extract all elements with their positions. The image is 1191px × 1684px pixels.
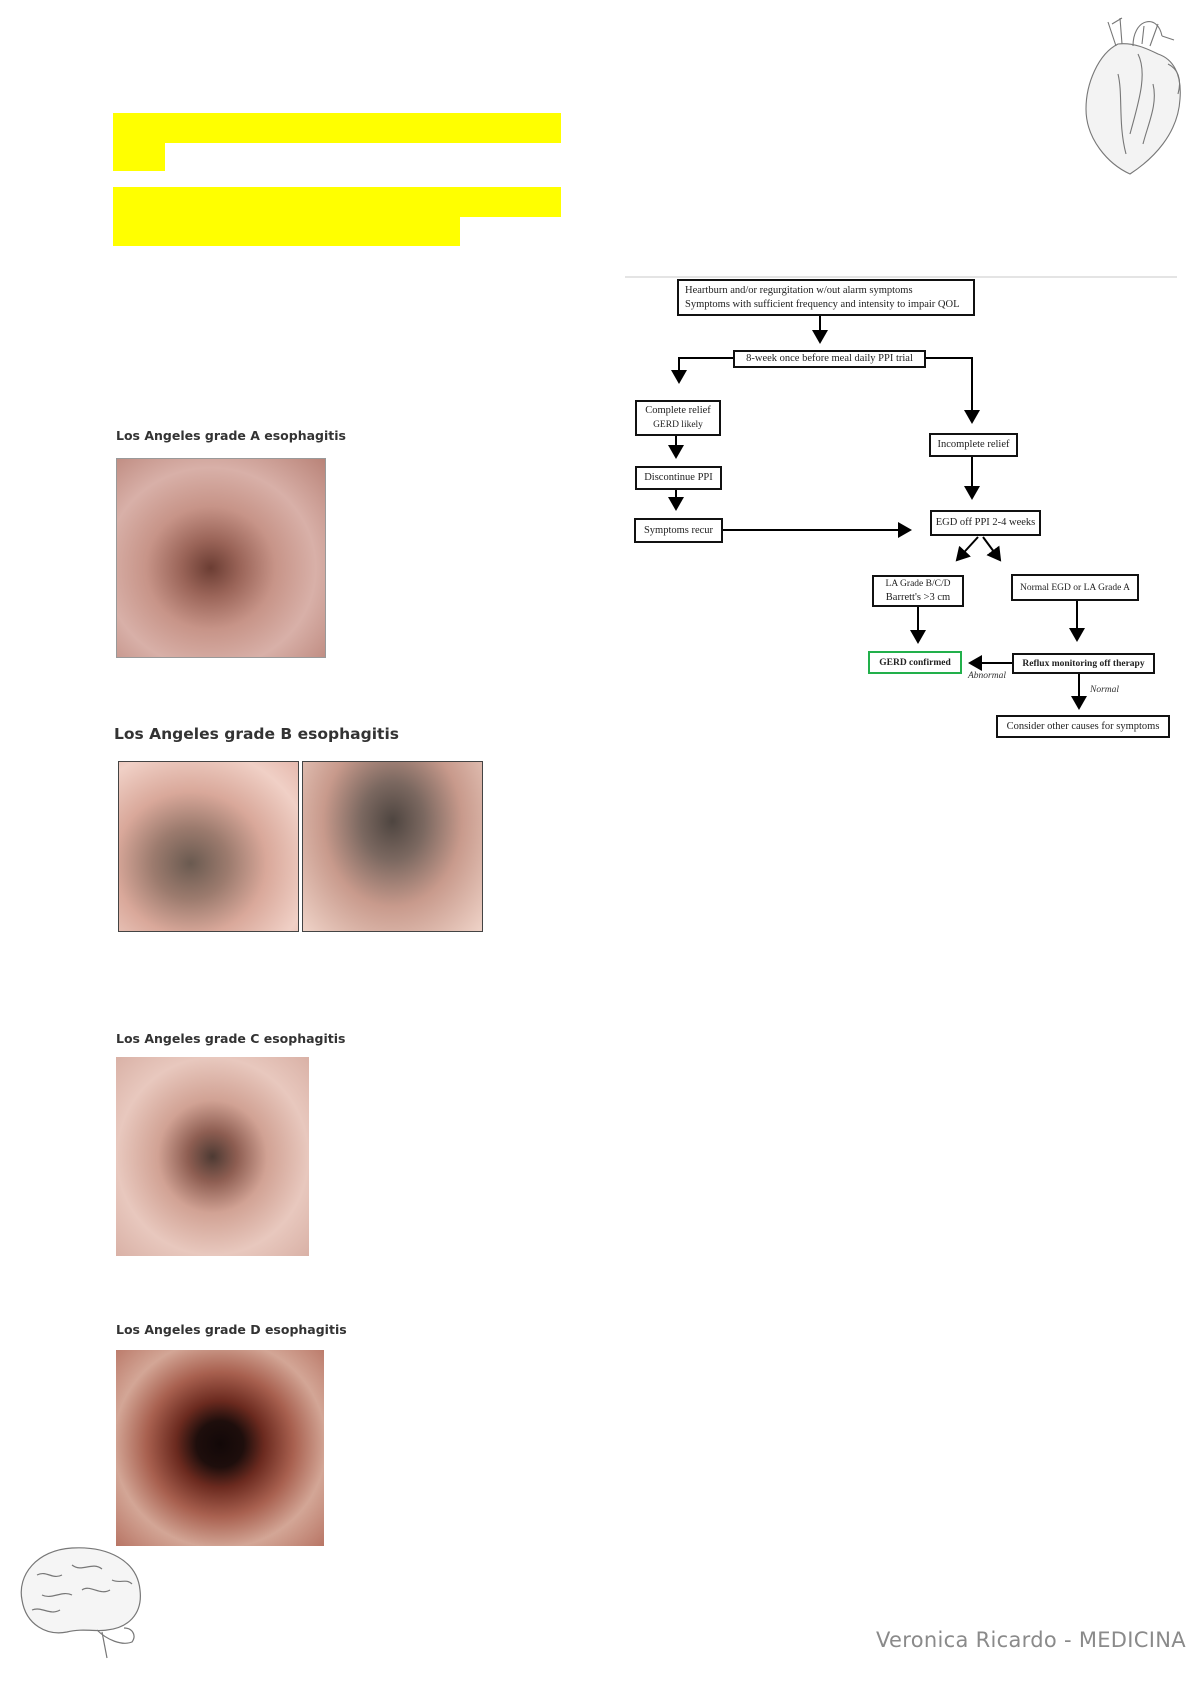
- endoscopy-photo-grade-d: [116, 1350, 324, 1546]
- arrow-trial-to-incomplete: [926, 357, 980, 424]
- flow-complete-line1: Complete relief: [645, 405, 711, 416]
- flow-box-discontinue: Discontinue PPI: [635, 466, 722, 490]
- flow-box-gerd-confirmed: GERD confirmed: [868, 651, 962, 674]
- flow-box-reflux-monitoring: Reflux monitoring off therapy: [1012, 653, 1155, 674]
- flow-box-start: Heartburn and/or regurgitation w/out ala…: [677, 279, 975, 316]
- flow-box-normal-egd: Normal EGD or LA Grade A: [1011, 574, 1139, 601]
- flow-box-symptoms-recur: Symptoms recur: [634, 518, 723, 543]
- highlight-block-1-tail: [113, 142, 165, 171]
- flow-start-line2: Symptoms with sufficient frequency and i…: [685, 298, 960, 310]
- flow-complete-line2: GERD likely: [653, 420, 703, 430]
- endoscopy-photo-grade-a: [116, 458, 326, 658]
- highlight-block-1: [113, 113, 561, 143]
- highlight-block-2: [113, 187, 561, 217]
- image-caption-grade-a: Los Angeles grade A esophagitis: [116, 428, 346, 443]
- brain-illustration-icon: [20, 1547, 141, 1659]
- flow-box-ppi-trial: 8-week once before meal daily PPI trial: [733, 350, 926, 368]
- endoscopy-photo-grade-c: [116, 1057, 309, 1256]
- flow-box-other-causes: Consider other causes for symptoms: [996, 715, 1170, 738]
- highlight-block-2-tail: [113, 216, 460, 246]
- arrow-trial-to-complete: [671, 357, 733, 384]
- flow-label-normal: Normal: [1090, 685, 1120, 695]
- flowchart-arrows: [668, 315, 1087, 710]
- endoscopy-photo-grade-b-1: [118, 761, 299, 932]
- image-caption-grade-b: Los Angeles grade B esophagitis: [114, 725, 399, 743]
- flow-start-line1: Heartburn and/or regurgitation w/out ala…: [685, 284, 913, 296]
- flow-box-incomplete-relief: Incomplete relief: [929, 433, 1018, 457]
- flow-box-complete-relief: Complete relief GERD likely: [635, 400, 721, 436]
- image-caption-grade-d: Los Angeles grade D esophagitis: [116, 1322, 347, 1337]
- footer-author: Veronica Ricardo - MEDICINA: [876, 1628, 1186, 1652]
- flow-label-abnormal: Abnormal: [968, 671, 1006, 681]
- flow-box-egd: EGD off PPI 2-4 weeks: [930, 510, 1041, 536]
- arrow-egd-to-la: [955, 536, 979, 562]
- arrow-egd-to-normal: [982, 536, 1002, 562]
- flow-box-la-grade: LA Grade B/C/D Barrett's >3 cm: [872, 575, 964, 607]
- endoscopy-photo-grade-b-2: [302, 761, 483, 932]
- flow-la-line1: LA Grade B/C/D: [885, 579, 951, 589]
- flow-la-line2: Barrett's >3 cm: [885, 592, 951, 603]
- flowchart-divider: [625, 276, 1177, 278]
- image-caption-grade-c: Los Angeles grade C esophagitis: [116, 1031, 346, 1046]
- heart-illustration-icon: [1085, 17, 1181, 175]
